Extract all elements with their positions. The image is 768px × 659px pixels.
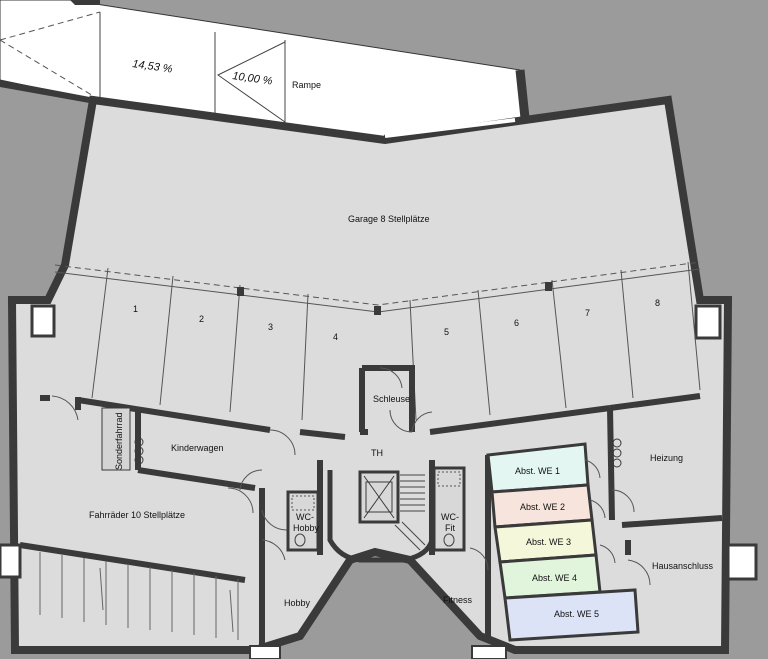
staircase (394, 474, 426, 551)
th-label: TH (371, 448, 383, 458)
parking-space-7: 7 (585, 308, 590, 318)
ramp-slope-label-2: 10,00 % (232, 70, 274, 88)
ramp-wall-right (515, 69, 530, 119)
parking-space-3: 3 (268, 322, 273, 332)
parking-space-2: 2 (199, 314, 204, 324)
storage-we3-label: Abst. WE 3 (526, 537, 571, 547)
wc-fit-room (432, 466, 466, 552)
bottom-opening-right (471, 645, 507, 659)
garage-beam-line-1 (54, 261, 701, 306)
parking-dividers (91, 261, 701, 421)
fahrraeder-label: Fahrräder 10 Stellplätze (89, 510, 185, 520)
storage-we2-label: Abst. WE 2 (520, 502, 565, 512)
parking-space-1: 1 (133, 304, 138, 314)
kinderwagen-label: Kinderwagen (171, 443, 224, 453)
wc-fit-label-2: Fit (445, 523, 455, 533)
window-niche-left (30, 304, 56, 338)
wc-hobby-label-2: Hobby (293, 523, 320, 533)
ramp-slope-label-1: 14,53 % (132, 58, 174, 76)
elevator-car (365, 481, 393, 513)
parking-space-6: 6 (514, 318, 519, 328)
bottom-opening-left (249, 645, 281, 659)
storage-block: Abst. WE 1 Abst. WE 2 Abst. WE 3 Abst. W… (486, 442, 640, 642)
parking-space-5: 5 (444, 327, 449, 337)
schleuse-label: Schleuse (373, 394, 410, 404)
storage-we5-label: Abst. WE 5 (554, 609, 599, 619)
ramp-wall-lower (0, 80, 95, 104)
column-1 (237, 287, 244, 296)
ramp-arrow-lines (217, 41, 286, 123)
door-swings (51, 367, 651, 586)
stair-core-wall (327, 470, 435, 563)
ramp-area: 14,53 % 10,00 % Rampe (0, 0, 530, 144)
hausanschluss-label: Hausanschluss (652, 561, 714, 571)
window-niche-bottom-left (0, 543, 22, 579)
wc-fit-label-1: WC- (441, 512, 459, 522)
bike-racks (39, 552, 239, 640)
garage-gate (384, 118, 516, 138)
storage-we1-label: Abst. WE 1 (515, 466, 560, 476)
column-2 (374, 306, 381, 315)
ramp-label: Rampe (292, 80, 321, 90)
storage-we4-label: Abst. WE 4 (532, 573, 577, 583)
hobby-label: Hobby (284, 598, 311, 608)
parking-space-4: 4 (333, 332, 338, 342)
building-floor (12, 100, 728, 650)
wc-hobby-label-1: WC- (296, 512, 314, 522)
window-niche-right (694, 304, 722, 340)
ramp-wall-top (70, 0, 100, 5)
stair-core (327, 470, 435, 563)
wc-hobby-room (286, 490, 320, 552)
sonderfahrrad-label: Sonderfahrrad (114, 412, 124, 470)
column-3 (545, 282, 552, 291)
ramp-ridge-1 (0, 11, 101, 41)
sonderfahrrad-rack (101, 407, 131, 471)
fitness-label: Fitness (443, 595, 473, 605)
storage-we5 (503, 588, 640, 642)
parking-space-8: 8 (655, 298, 660, 308)
garage-label: Garage 8 Stellplätze (348, 214, 430, 224)
heizung-label: Heizung (650, 453, 683, 463)
window-niche-bottom-right (726, 543, 758, 581)
